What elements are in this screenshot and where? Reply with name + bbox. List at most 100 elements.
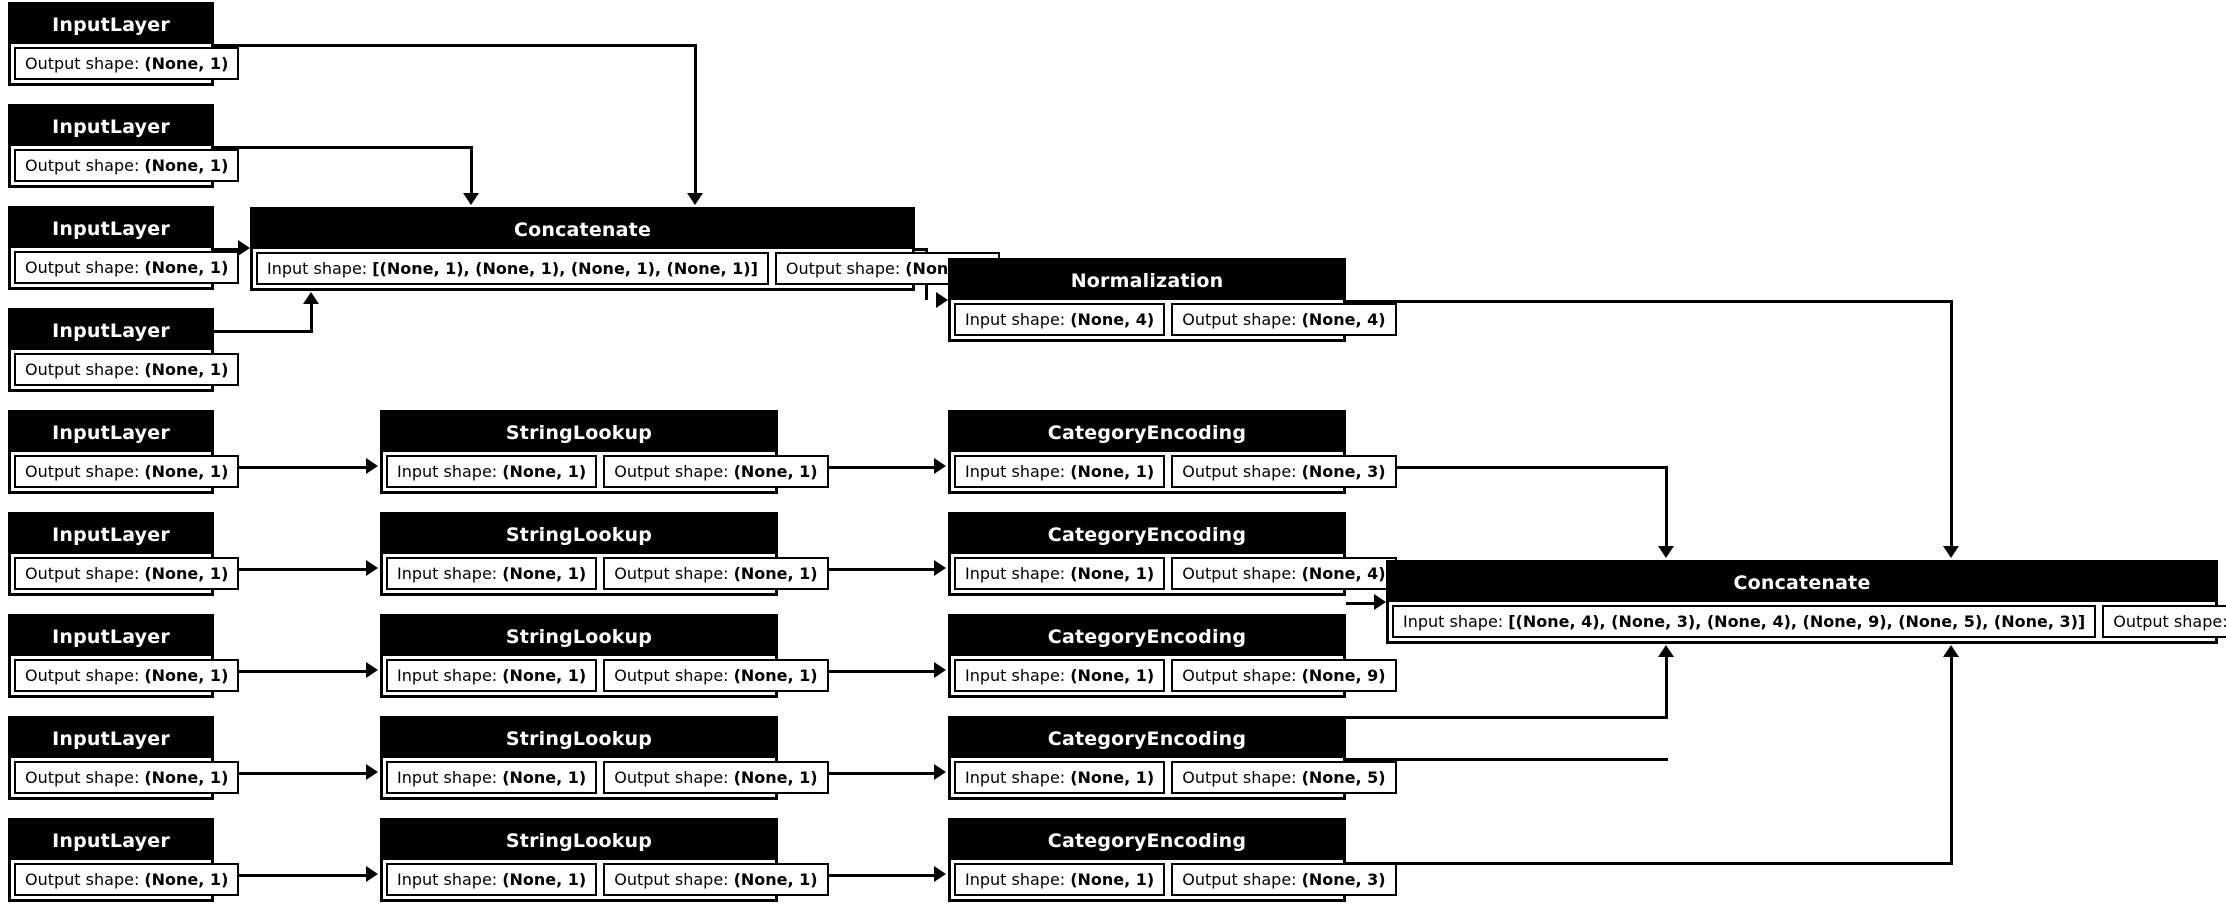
output-shape-cell: Output shape: (None, 1) bbox=[14, 47, 240, 80]
output-shape-cell: Output shape: (None, 3) bbox=[1171, 863, 1397, 896]
node-input-num-3[interactable]: InputLayer Output shape: (None, 1) bbox=[8, 206, 240, 290]
edge-inputcat1-lookup1 bbox=[214, 466, 366, 469]
input-shape-cell: Input shape: (None, 1) bbox=[954, 761, 1166, 794]
node-normalization[interactable]: Normalization Input shape: (None, 4) Out… bbox=[948, 258, 1397, 342]
edge-encode1-concatall-v bbox=[1665, 466, 1668, 549]
arrowhead-input1-concat bbox=[687, 193, 703, 205]
node-title: StringLookup bbox=[383, 413, 775, 452]
node-body: Input shape: (None, 1) Output shape: (No… bbox=[951, 656, 1397, 695]
output-shape-label: Output shape: bbox=[1182, 666, 1297, 685]
output-shape-label: Output shape: bbox=[25, 768, 140, 787]
node-stringlookup-3[interactable]: StringLookup Input shape: (None, 1) Outp… bbox=[380, 614, 829, 698]
output-shape-cell: Output shape: (None, 4) bbox=[1171, 557, 1397, 590]
arrowhead-encode1-concatall bbox=[1658, 546, 1674, 558]
input-shape-label: Input shape: bbox=[1403, 612, 1504, 631]
edge-inputcat2-lookup2 bbox=[214, 568, 366, 571]
output-shape-value: (None, 1) bbox=[733, 462, 818, 481]
input-shape-cell: Input shape: (None, 4) bbox=[954, 303, 1166, 336]
arrowhead-input4-concat bbox=[303, 292, 319, 304]
input-shape-cell: Input shape: (None, 1) bbox=[954, 863, 1166, 896]
input-shape-label: Input shape: bbox=[397, 666, 498, 685]
edge-encode3-concatall-h bbox=[1346, 716, 1668, 719]
node-title: CategoryEncoding bbox=[951, 515, 1343, 554]
node-input-cat-4[interactable]: InputLayer Output shape: (None, 1) bbox=[8, 716, 240, 800]
node-stringlookup-4[interactable]: StringLookup Input shape: (None, 1) Outp… bbox=[380, 716, 829, 800]
input-shape-label: Input shape: bbox=[965, 768, 1066, 787]
output-shape-label: Output shape: bbox=[614, 666, 729, 685]
node-concatenate-final[interactable]: Concatenate Input shape: [(None, 4), (No… bbox=[1386, 560, 2226, 644]
node-body: Output shape: (None, 1) bbox=[11, 758, 240, 797]
output-shape-cell: Output shape: (None, 3) bbox=[1171, 455, 1397, 488]
input-shape-label: Input shape: bbox=[965, 310, 1066, 329]
node-input-num-1[interactable]: InputLayer Output shape: (None, 1) bbox=[8, 2, 240, 86]
input-shape-label: Input shape: bbox=[965, 564, 1066, 583]
node-stringlookup-5[interactable]: StringLookup Input shape: (None, 1) Outp… bbox=[380, 818, 829, 902]
arrowhead-inputcat5-lookup5 bbox=[366, 866, 378, 882]
edge-input4-concat-v bbox=[310, 303, 313, 333]
output-shape-cell: Output shape: (None, 28) bbox=[2102, 605, 2226, 638]
output-shape-cell: Output shape: (None, 1) bbox=[14, 863, 240, 896]
output-shape-cell: Output shape: (None, 1) bbox=[14, 761, 240, 794]
node-title: Concatenate bbox=[253, 210, 912, 249]
output-shape-cell: Output shape: (None, 1) bbox=[14, 659, 240, 692]
node-body: Input shape: [(None, 4), (None, 3), (Non… bbox=[1389, 602, 2226, 641]
output-shape-label: Output shape: bbox=[614, 768, 729, 787]
node-title: CategoryEncoding bbox=[951, 821, 1343, 860]
node-body: Output shape: (None, 1) bbox=[11, 554, 240, 593]
node-input-num-2[interactable]: InputLayer Output shape: (None, 1) bbox=[8, 104, 240, 188]
node-body: Input shape: (None, 1) Output shape: (No… bbox=[383, 452, 829, 491]
node-title: InputLayer bbox=[11, 311, 211, 350]
output-shape-label: Output shape: bbox=[2113, 612, 2226, 631]
output-shape-value: (None, 1) bbox=[733, 564, 818, 583]
arrowhead-lookup1-encode1 bbox=[934, 458, 946, 474]
node-input-cat-2[interactable]: InputLayer Output shape: (None, 1) bbox=[8, 512, 240, 596]
input-shape-value: (None, 1) bbox=[1070, 768, 1155, 787]
output-shape-label: Output shape: bbox=[614, 462, 729, 481]
input-shape-value: (None, 1) bbox=[1070, 666, 1155, 685]
edge-encode2-concatall bbox=[1346, 602, 1374, 605]
arrowhead-inputcat4-lookup4 bbox=[366, 764, 378, 780]
node-input-cat-5[interactable]: InputLayer Output shape: (None, 1) bbox=[8, 818, 240, 902]
node-stringlookup-2[interactable]: StringLookup Input shape: (None, 1) Outp… bbox=[380, 512, 829, 596]
output-shape-value: (None, 3) bbox=[1301, 462, 1386, 481]
node-categoryencoding-3[interactable]: CategoryEncoding Input shape: (None, 1) … bbox=[948, 614, 1397, 698]
output-shape-value: (None, 4) bbox=[1301, 564, 1386, 583]
input-shape-cell: Input shape: (None, 1) bbox=[954, 455, 1166, 488]
node-categoryencoding-1[interactable]: CategoryEncoding Input shape: (None, 1) … bbox=[948, 410, 1397, 494]
edge-input1-concat-v bbox=[694, 44, 697, 196]
node-input-num-4[interactable]: InputLayer Output shape: (None, 1) bbox=[8, 308, 240, 392]
arrowhead-encode3-concatall bbox=[1658, 645, 1674, 657]
input-shape-value: (None, 4) bbox=[1070, 310, 1155, 329]
node-stringlookup-1[interactable]: StringLookup Input shape: (None, 1) Outp… bbox=[380, 410, 829, 494]
node-body: Input shape: (None, 1) Output shape: (No… bbox=[951, 452, 1397, 491]
input-shape-label: Input shape: bbox=[397, 870, 498, 889]
output-shape-value: (None, 1) bbox=[733, 666, 818, 685]
node-title: InputLayer bbox=[11, 719, 211, 758]
output-shape-cell: Output shape: (None, 1) bbox=[603, 659, 829, 692]
arrowhead-encode5-concatall bbox=[1943, 645, 1959, 657]
node-body: Output shape: (None, 1) bbox=[11, 146, 240, 185]
output-shape-label: Output shape: bbox=[785, 259, 901, 278]
edge-concat-norm-h bbox=[915, 248, 928, 251]
arrowhead-norm-concatall bbox=[1943, 546, 1959, 558]
output-shape-value: (None, 1) bbox=[733, 768, 818, 787]
node-title: CategoryEncoding bbox=[951, 719, 1343, 758]
node-title: InputLayer bbox=[11, 209, 211, 248]
output-shape-label: Output shape: bbox=[25, 462, 140, 481]
node-input-cat-1[interactable]: InputLayer Output shape: (None, 1) bbox=[8, 410, 240, 494]
node-input-cat-3[interactable]: InputLayer Output shape: (None, 1) bbox=[8, 614, 240, 698]
node-categoryencoding-4[interactable]: CategoryEncoding Input shape: (None, 1) … bbox=[948, 716, 1397, 800]
node-title: InputLayer bbox=[11, 5, 211, 44]
output-shape-label: Output shape: bbox=[25, 258, 140, 277]
node-categoryencoding-2[interactable]: CategoryEncoding Input shape: (None, 1) … bbox=[948, 512, 1397, 596]
edge-inputcat5-lookup5 bbox=[214, 874, 366, 877]
edge-lookup2-encode2 bbox=[778, 568, 934, 571]
node-body: Output shape: (None, 1) bbox=[11, 350, 240, 389]
arrowhead-lookup5-encode5 bbox=[934, 866, 946, 882]
node-categoryencoding-5[interactable]: CategoryEncoding Input shape: (None, 1) … bbox=[948, 818, 1397, 902]
node-concatenate-numeric[interactable]: Concatenate Input shape: [(None, 1), (No… bbox=[250, 207, 1001, 291]
edge-lookup1-encode1 bbox=[778, 466, 934, 469]
input-shape-label: Input shape: bbox=[267, 259, 368, 278]
node-title: InputLayer bbox=[11, 107, 211, 146]
output-shape-cell: Output shape: (None, 1) bbox=[14, 353, 240, 386]
